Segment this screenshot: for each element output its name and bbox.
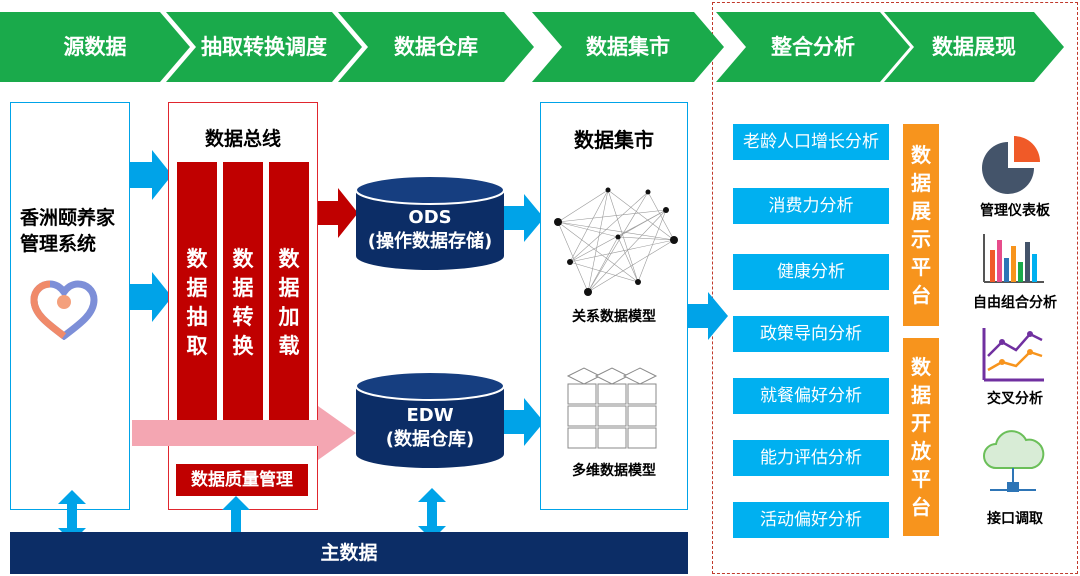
edw-database-icon bbox=[356, 372, 504, 468]
multidim-model-label: 多维数据模型 bbox=[572, 463, 656, 479]
heart-logo-icon bbox=[30, 280, 98, 340]
analysis-item-dining: 就餐偏好分析 bbox=[733, 378, 889, 414]
presentation-label: 交叉分析 bbox=[987, 391, 1043, 407]
platform-open: 数据开放平台 bbox=[903, 338, 939, 536]
ods-name: ODS bbox=[408, 207, 452, 228]
data-mart-title: 数据集市 bbox=[574, 128, 654, 152]
platform-label: 数据展示平台 bbox=[911, 143, 931, 307]
edw-name: EDW bbox=[406, 405, 454, 426]
stage-label: 整合分析 bbox=[771, 35, 855, 59]
source-system-name: 香洲颐养家管理系统 bbox=[20, 207, 116, 255]
bus-column-load: 数据加载 bbox=[269, 162, 309, 444]
presentation-label: 接口调取 bbox=[987, 511, 1043, 527]
stage-chevron-shape bbox=[338, 12, 534, 82]
platform-label: 数据开放平台 bbox=[911, 355, 931, 519]
stage-integration: 整合分析 bbox=[716, 12, 910, 82]
analysis-item-policy: 政策导向分析 bbox=[733, 316, 889, 352]
stage-chevron-shape bbox=[166, 12, 362, 82]
bus-column-extract: 数据抽取 bbox=[177, 162, 217, 444]
stage-etl: 抽取转换调度 bbox=[166, 12, 362, 82]
pink-flow-arrow-icon bbox=[132, 406, 356, 460]
analysis-region-dashed-border bbox=[712, 2, 1078, 574]
stage-presentation: 数据展现 bbox=[884, 12, 1064, 82]
bus-column-transform: 数据转换 bbox=[223, 162, 263, 444]
presentation-label: 自由组合分析 bbox=[973, 295, 1057, 311]
flow-arrow-icon bbox=[504, 194, 544, 242]
stage-chevron-shape bbox=[0, 12, 190, 82]
stage-chevron-shape bbox=[884, 12, 1064, 82]
analysis-item-ability: 能力评估分析 bbox=[733, 440, 889, 476]
edw-description: (数据仓库) bbox=[385, 429, 475, 450]
stage-label: 数据展现 bbox=[932, 35, 1016, 59]
stage-mart: 数据集市 bbox=[532, 12, 724, 82]
data-quality-management: 数据质量管理 bbox=[176, 464, 308, 496]
network-graph-icon bbox=[554, 187, 678, 296]
stage-label: 数据仓库 bbox=[394, 35, 478, 59]
stage-label: 源数据 bbox=[63, 35, 127, 59]
analysis-item-activity: 活动偏好分析 bbox=[733, 502, 889, 538]
cloud-network-icon bbox=[983, 430, 1045, 492]
bus-column-label: 数据加载 bbox=[278, 247, 300, 358]
flow-arrow-icon bbox=[688, 292, 728, 340]
master-data-bar: 主数据 bbox=[10, 532, 688, 574]
analysis-item-aging-population: 老龄人口增长分析 bbox=[733, 124, 889, 160]
flow-arrow-icon bbox=[504, 398, 544, 446]
line-chart-icon bbox=[982, 328, 1044, 382]
data-bus-title: 数据总线 bbox=[204, 128, 281, 150]
bus-column-label: 数据抽取 bbox=[186, 247, 208, 358]
flow-arrow-icon bbox=[130, 272, 172, 322]
cube-model-icon bbox=[566, 367, 658, 449]
bidirectional-arrow-icon bbox=[58, 490, 86, 542]
stage-chevron-shape bbox=[532, 12, 724, 82]
flow-arrow-icon bbox=[130, 150, 172, 200]
pie-chart-icon bbox=[982, 136, 1040, 194]
source-panel bbox=[10, 102, 130, 510]
stage-source: 源数据 bbox=[0, 12, 190, 82]
ods-database-icon bbox=[356, 176, 504, 270]
stage-label: 抽取转换调度 bbox=[201, 35, 327, 59]
red-flow-arrow-icon bbox=[318, 188, 358, 238]
analysis-item-health: 健康分析 bbox=[733, 254, 889, 290]
analysis-item-consumption: 消费力分析 bbox=[733, 188, 889, 224]
stage-label: 数据集市 bbox=[586, 35, 670, 59]
presentation-label: 管理仪表板 bbox=[980, 203, 1050, 219]
bus-column-label: 数据转换 bbox=[232, 247, 254, 358]
platform-display: 数据展示平台 bbox=[903, 124, 939, 326]
bar-chart-icon bbox=[983, 234, 1044, 283]
stage-chevron-shape bbox=[716, 12, 910, 82]
ods-description: (操作数据存储) bbox=[367, 231, 493, 252]
stage-warehouse: 数据仓库 bbox=[338, 12, 534, 82]
relational-model-label: 关系数据模型 bbox=[572, 309, 656, 325]
bidirectional-arrow-icon bbox=[418, 488, 446, 540]
